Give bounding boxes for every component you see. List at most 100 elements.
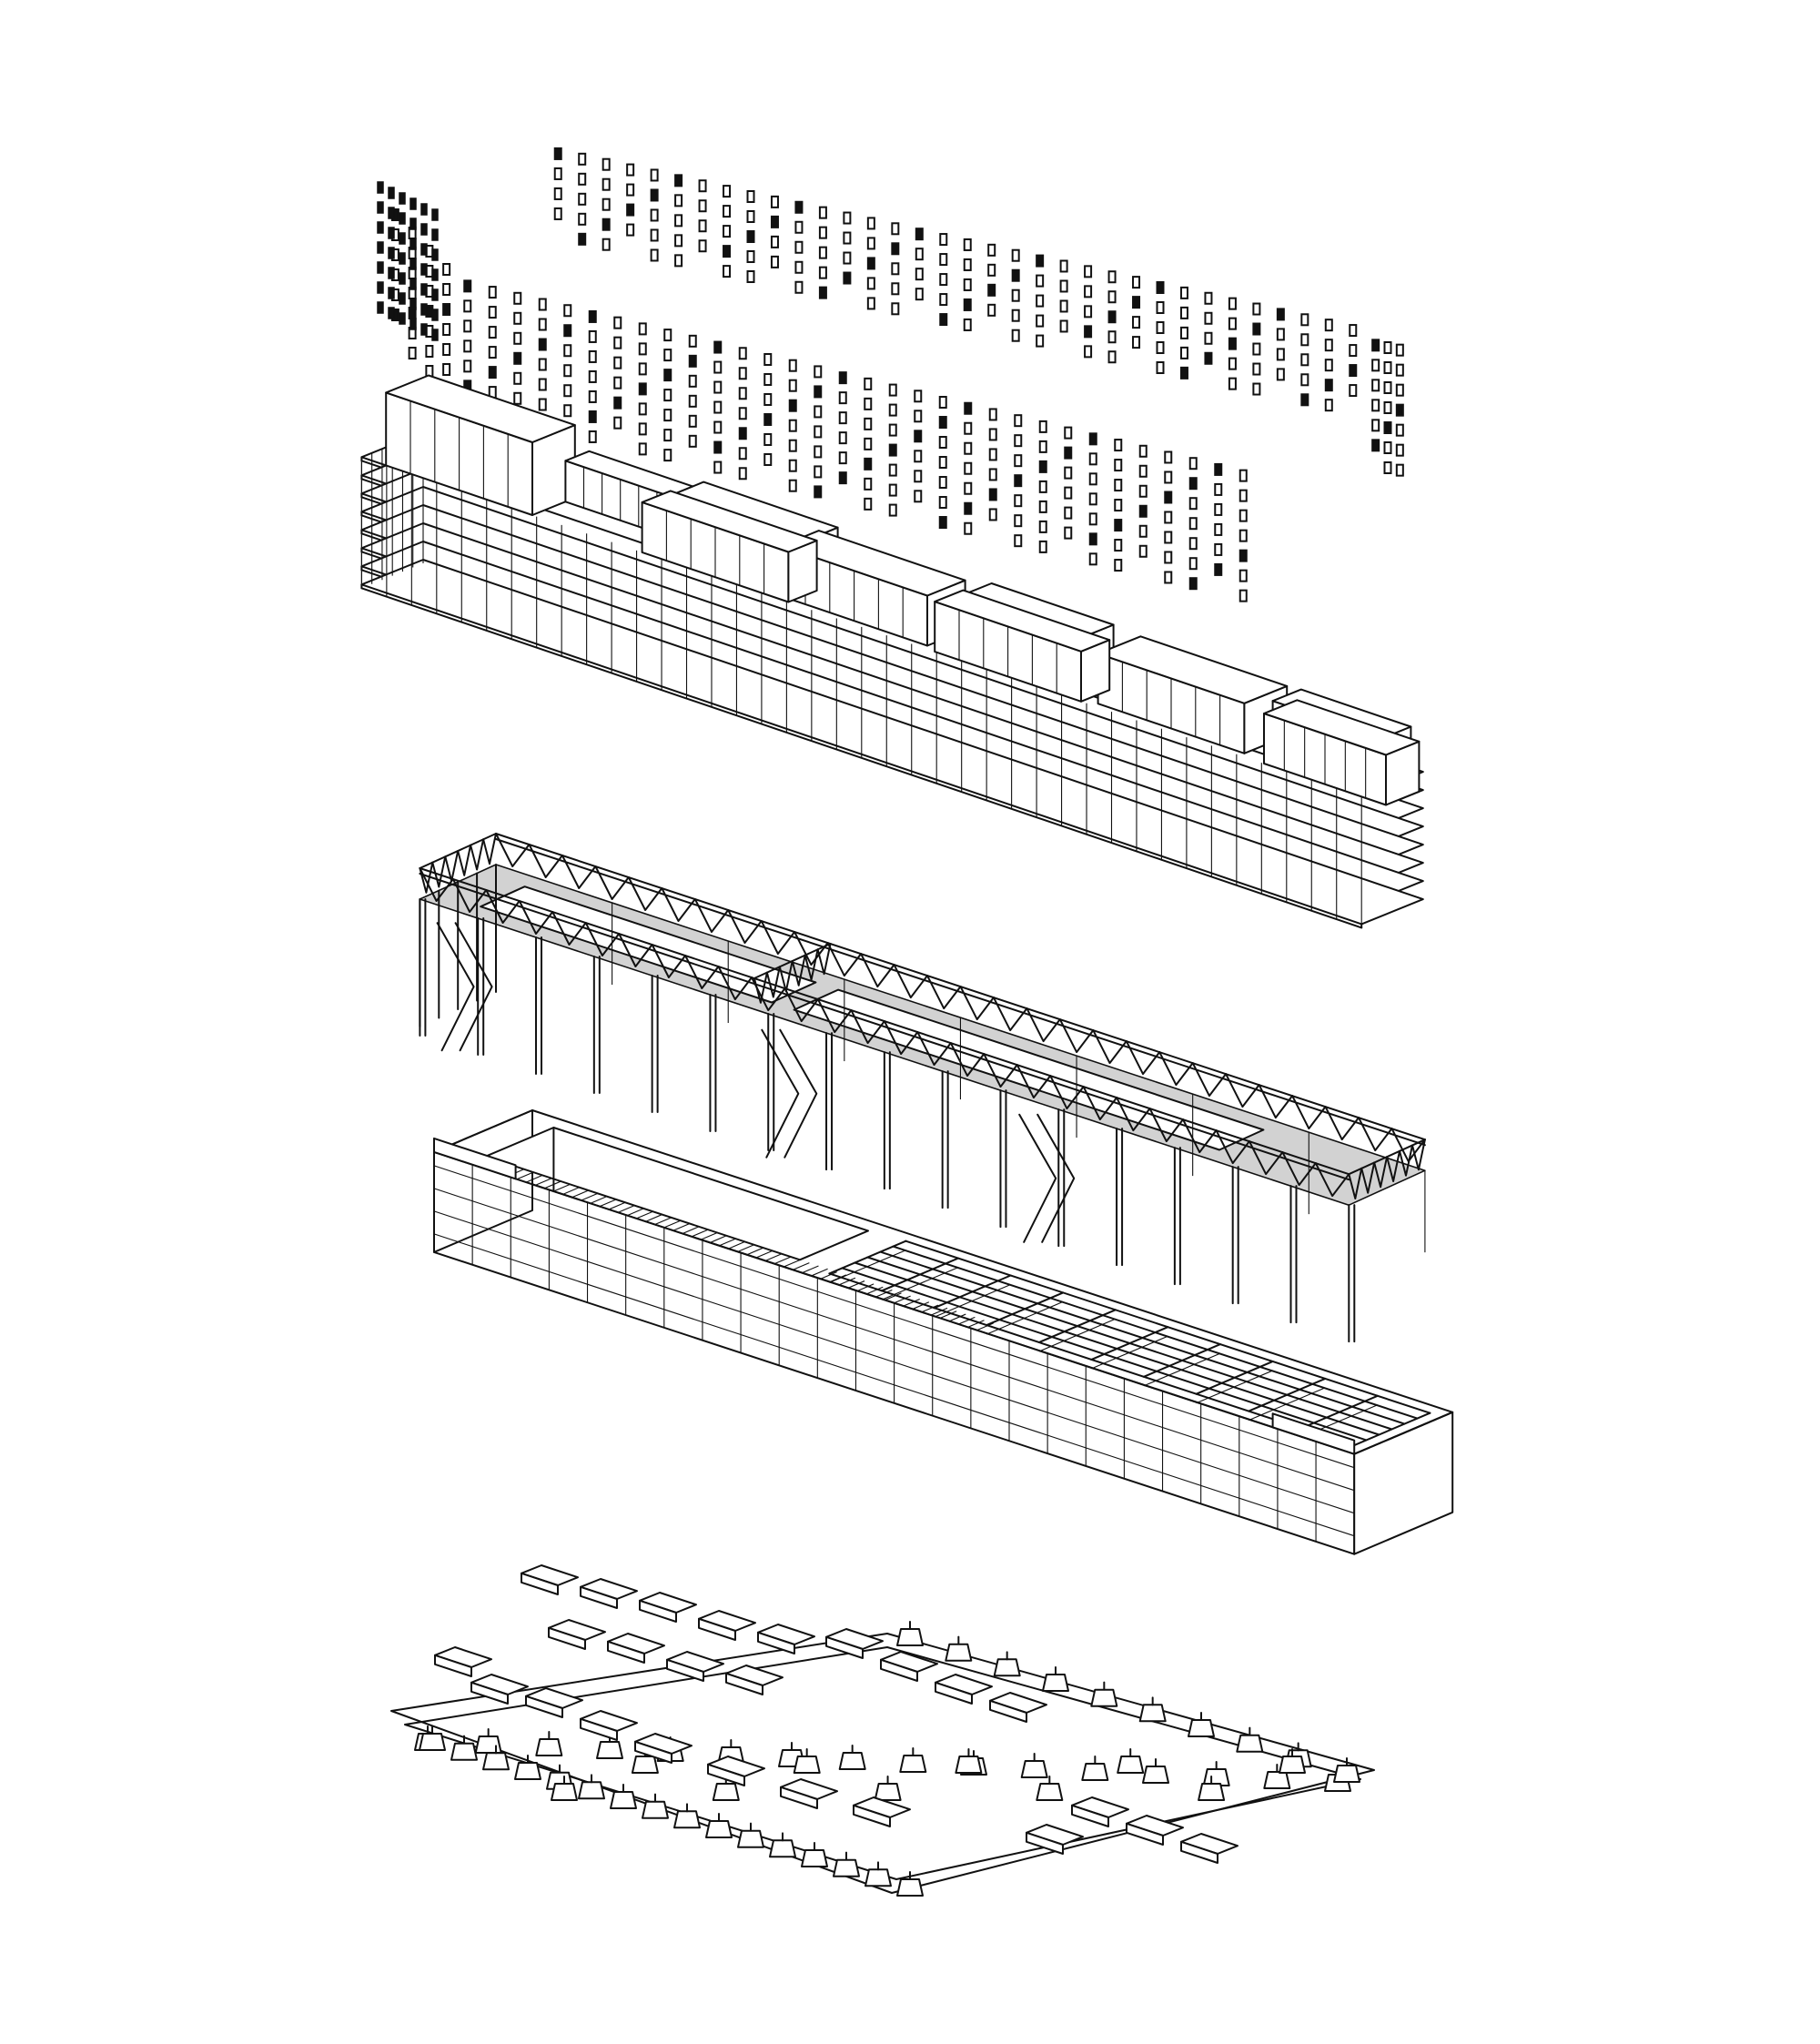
window-opening-end (410, 258, 417, 270)
roof-rib (967, 1320, 985, 1328)
pile-cap (1142, 1766, 1169, 1784)
roof-rib (811, 1268, 828, 1277)
window-opening-front (1114, 519, 1123, 532)
pile-cap (1081, 1763, 1109, 1781)
pile-cap (1090, 1688, 1118, 1707)
window-opening-back (746, 270, 755, 283)
window-opening-front (738, 447, 747, 460)
window-opening-right (1383, 341, 1392, 354)
pile-cap (896, 1878, 924, 1897)
window-opening-back (1156, 281, 1165, 294)
truss-web (916, 1031, 952, 1067)
window-opening-back (770, 235, 779, 248)
truss-web (883, 1020, 919, 1056)
window-opening-back (891, 222, 900, 236)
window-opening-back (963, 238, 972, 251)
window-opening-end (431, 248, 439, 261)
truss-web (1182, 1118, 1218, 1154)
window-opening-right (1383, 361, 1392, 374)
window-opening-back (1059, 279, 1068, 293)
truss-web (784, 987, 819, 1023)
corner-tower (1271, 1412, 1356, 1455)
window-opening-back (650, 208, 659, 222)
window-opening-right (1395, 463, 1404, 477)
window-opening-front (988, 428, 997, 441)
window-opening-back (818, 266, 827, 279)
roof-rib (885, 1292, 902, 1300)
window-opening-front (1239, 549, 1248, 562)
window-opening-back (770, 215, 779, 228)
pavilion-box (725, 1672, 763, 1695)
pile-cap (578, 1781, 605, 1800)
window-opening-front (888, 443, 897, 457)
window-opening-end (399, 272, 406, 285)
truss-web (518, 900, 554, 935)
window-opening-back (626, 223, 635, 237)
braced-column (1036, 1113, 1076, 1243)
window-opening-back (1107, 330, 1117, 344)
window-opening-back (1252, 362, 1261, 376)
window-opening-front (1138, 444, 1148, 458)
pile-cap (1036, 1783, 1064, 1801)
window-opening-back (626, 163, 635, 177)
window-opening-front (1214, 562, 1223, 576)
window-opening-front (688, 414, 697, 428)
window-opening-front (1164, 491, 1173, 504)
rooftop-pavilion (934, 589, 1111, 653)
window-opening-back (1349, 324, 1358, 338)
window-opening-right (1371, 339, 1380, 352)
window-opening-back (674, 214, 683, 228)
window-opening-front (1014, 434, 1023, 448)
window-opening-front (1088, 552, 1097, 566)
window-opening-front (964, 461, 973, 475)
pile-cap (1117, 1756, 1145, 1774)
roof-rib (682, 1226, 700, 1234)
window-opening-front (914, 390, 923, 403)
window-opening-end (399, 312, 406, 325)
window-opening-front (713, 360, 723, 374)
window-opening-front (1014, 454, 1023, 468)
roof-rib (829, 1274, 847, 1283)
window-opening-back (1132, 336, 1141, 349)
truss-web (765, 966, 781, 998)
pile-cap (793, 1756, 821, 1774)
truss-web (1360, 1161, 1376, 1194)
window-opening-back (794, 280, 804, 294)
truss-web (561, 855, 597, 889)
window-opening-end (388, 307, 395, 319)
pile-cap (450, 1742, 478, 1761)
window-opening-front (914, 470, 923, 483)
window-opening-front (1164, 450, 1173, 464)
window-opening-front (1014, 494, 1023, 508)
window-opening-back (553, 167, 562, 180)
truss-web (753, 971, 768, 1004)
truss-web (717, 966, 753, 1001)
window-opening-back (602, 218, 611, 231)
window-opening-back (866, 217, 875, 230)
window-opening-front (463, 279, 472, 293)
truss-web (1215, 1129, 1250, 1165)
window-opening-end (399, 212, 406, 225)
window-opening-front (814, 385, 823, 399)
window-opening-front (1064, 466, 1073, 480)
truss-web (1411, 1138, 1426, 1171)
window-opening-back (1084, 325, 1093, 339)
window-opening-back (1132, 316, 1141, 329)
pavilion-box (698, 1617, 736, 1641)
window-opening-back (1132, 296, 1141, 309)
window-opening-front (563, 364, 572, 378)
window-opening-left (442, 343, 451, 356)
grid-beam (892, 1245, 1419, 1420)
truss-web (816, 943, 832, 976)
window-opening-end (431, 268, 439, 281)
window-opening-back (1228, 357, 1237, 370)
grid-beam (854, 1261, 1380, 1436)
window-opening-end (431, 329, 439, 341)
window-opening-back (1084, 285, 1093, 299)
window-opening-end (377, 281, 384, 294)
roof-rib (654, 1217, 672, 1226)
window-opening-front (713, 400, 723, 414)
window-opening-front (938, 516, 947, 530)
pile-cap (1138, 1704, 1167, 1723)
window-opening-front (463, 339, 472, 353)
